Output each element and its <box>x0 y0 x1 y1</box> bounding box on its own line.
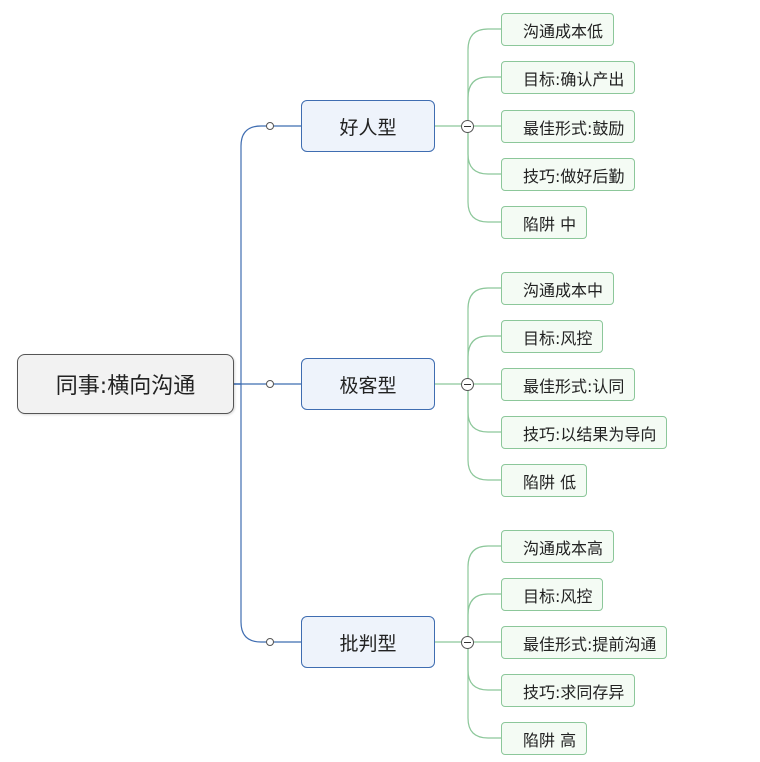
leaf-node[interactable]: 最佳形式:提前沟通 <box>501 626 668 659</box>
leaf-label: 最佳形式:鼓励 <box>523 118 625 138</box>
leaf-node[interactable]: 陷阱 低 <box>501 464 588 497</box>
leaf-connectors <box>434 28 501 739</box>
leaf-label: 沟通成本低 <box>523 21 604 41</box>
leaf-node[interactable]: 目标:风控 <box>501 320 604 353</box>
branch-label: 批判型 <box>339 632 397 655</box>
connector-dot-1 <box>266 122 274 130</box>
leaf-label: 最佳形式:提前沟通 <box>523 634 657 654</box>
connector-root-branch-1 <box>234 125 301 385</box>
connector-dot-2 <box>266 380 274 388</box>
collapse-toggle-icon[interactable] <box>461 636 474 649</box>
leaf-node[interactable]: 技巧:求同存异 <box>501 674 636 707</box>
connector-root-branch-3 <box>234 383 301 643</box>
branch-label: 好人型 <box>339 116 397 139</box>
leaf-label: 目标:风控 <box>523 328 593 348</box>
collapse-toggle-icon[interactable] <box>461 378 474 391</box>
branch-label: 极客型 <box>339 374 397 397</box>
leaf-label: 陷阱 高 <box>523 730 577 750</box>
leaf-label: 技巧:以结果为导向 <box>523 424 657 444</box>
branch-node-geek[interactable]: 极客型 <box>301 358 435 410</box>
root-connector-dots <box>266 122 274 646</box>
leaf-node[interactable]: 目标:确认产出 <box>501 61 636 94</box>
leaf-node[interactable]: 沟通成本低 <box>501 13 615 46</box>
leaf-node[interactable]: 沟通成本中 <box>501 272 615 305</box>
root-node[interactable]: 同事:横向沟通 <box>17 354 234 414</box>
leaf-label: 陷阱 中 <box>523 214 577 234</box>
branch-node-good-person[interactable]: 好人型 <box>301 100 435 152</box>
leaf-label: 陷阱 低 <box>523 472 577 492</box>
leaf-node[interactable]: 最佳形式:鼓励 <box>501 110 636 143</box>
leaf-node[interactable]: 陷阱 高 <box>501 722 588 755</box>
leaf-label: 目标:风控 <box>523 586 593 606</box>
leaf-node[interactable]: 最佳形式:认同 <box>501 368 636 401</box>
leaf-label: 沟通成本中 <box>523 280 604 300</box>
leaf-label: 最佳形式:认同 <box>523 376 625 396</box>
leaf-label: 沟通成本高 <box>523 538 604 558</box>
leaf-node[interactable]: 技巧:以结果为导向 <box>501 416 668 449</box>
collapse-toggle-icon[interactable] <box>461 120 474 133</box>
leaf-node[interactable]: 目标:风控 <box>501 578 604 611</box>
leaf-label: 技巧:做好后勤 <box>523 166 625 186</box>
leaf-node[interactable]: 陷阱 中 <box>501 206 588 239</box>
leaf-label: 目标:确认产出 <box>523 69 625 89</box>
branch-node-critic[interactable]: 批判型 <box>301 616 435 668</box>
leaf-node[interactable]: 技巧:做好后勤 <box>501 158 636 191</box>
connector-dot-3 <box>266 638 274 646</box>
leaf-label: 技巧:求同存异 <box>523 682 625 702</box>
root-label: 同事:横向沟通 <box>55 374 196 399</box>
leaf-node[interactable]: 沟通成本高 <box>501 530 615 563</box>
